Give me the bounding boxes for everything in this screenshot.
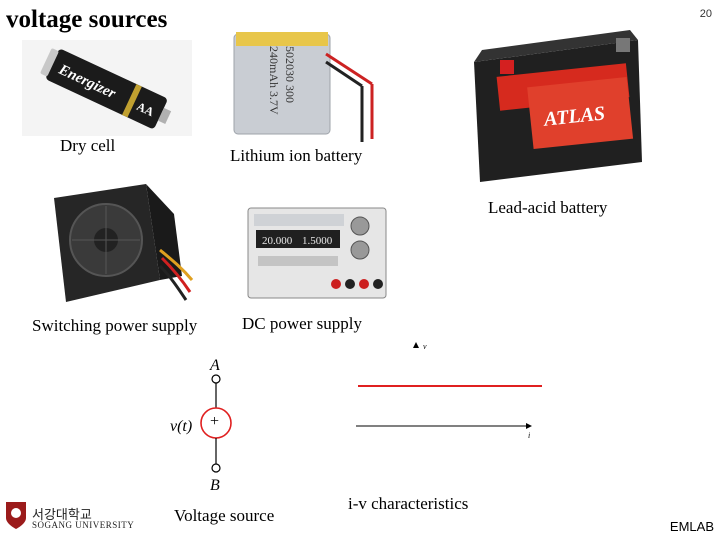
switching-caption: Switching power supply xyxy=(32,316,198,335)
university-korean-name: 서강대학교 xyxy=(32,508,92,523)
i-axis-label: i xyxy=(528,431,530,440)
node-a-label: A xyxy=(209,357,220,374)
dry-cell-size: AA xyxy=(134,99,156,119)
voltage-source-caption: Voltage source xyxy=(174,506,275,525)
lead-acid-battery-image: ATLAS xyxy=(460,22,650,182)
lithium-label-line-2: 240mAh 3.7V xyxy=(267,46,281,115)
lithium-caption: Lithium ion battery xyxy=(230,146,363,165)
page-number: 20 xyxy=(699,8,712,20)
dc-power-supply-image: 20.000 1.5000 xyxy=(244,202,390,302)
dc-display-left: 20.000 xyxy=(262,235,293,247)
slide-title: voltage sources xyxy=(6,6,168,33)
i-axis-arrow xyxy=(526,423,532,429)
dc-display-right: 1.5000 xyxy=(302,235,333,247)
footer-lab-name: EMLAB xyxy=(669,519,714,534)
source-plus-sign: + xyxy=(210,413,219,430)
voltage-source-symbol: A + B v(t) xyxy=(170,357,232,494)
lithium-battery-image: 502030 300 240mAh 3.7V xyxy=(222,24,397,148)
dc-supply-caption: DC power supply xyxy=(242,314,362,333)
v-axis-arrow xyxy=(413,342,419,348)
node-b-label: B xyxy=(210,477,220,494)
iv-caption: i-v characteristics xyxy=(348,494,469,513)
university-english-name: SOGANG UNIVERSITY xyxy=(32,520,135,530)
lithium-label-line-1: 502030 300 xyxy=(283,46,297,103)
switching-power-supply-image xyxy=(42,180,196,308)
source-label: v(t) xyxy=(170,418,192,435)
v-axis-label: v xyxy=(423,342,427,351)
lead-acid-caption: Lead-acid battery xyxy=(488,198,608,217)
university-emblem-icon xyxy=(6,502,26,529)
dry-cell-image: Energizer AA xyxy=(22,40,192,136)
iv-characteristics-plot: v i xyxy=(356,342,542,440)
dry-cell-caption: Dry cell xyxy=(60,136,116,155)
